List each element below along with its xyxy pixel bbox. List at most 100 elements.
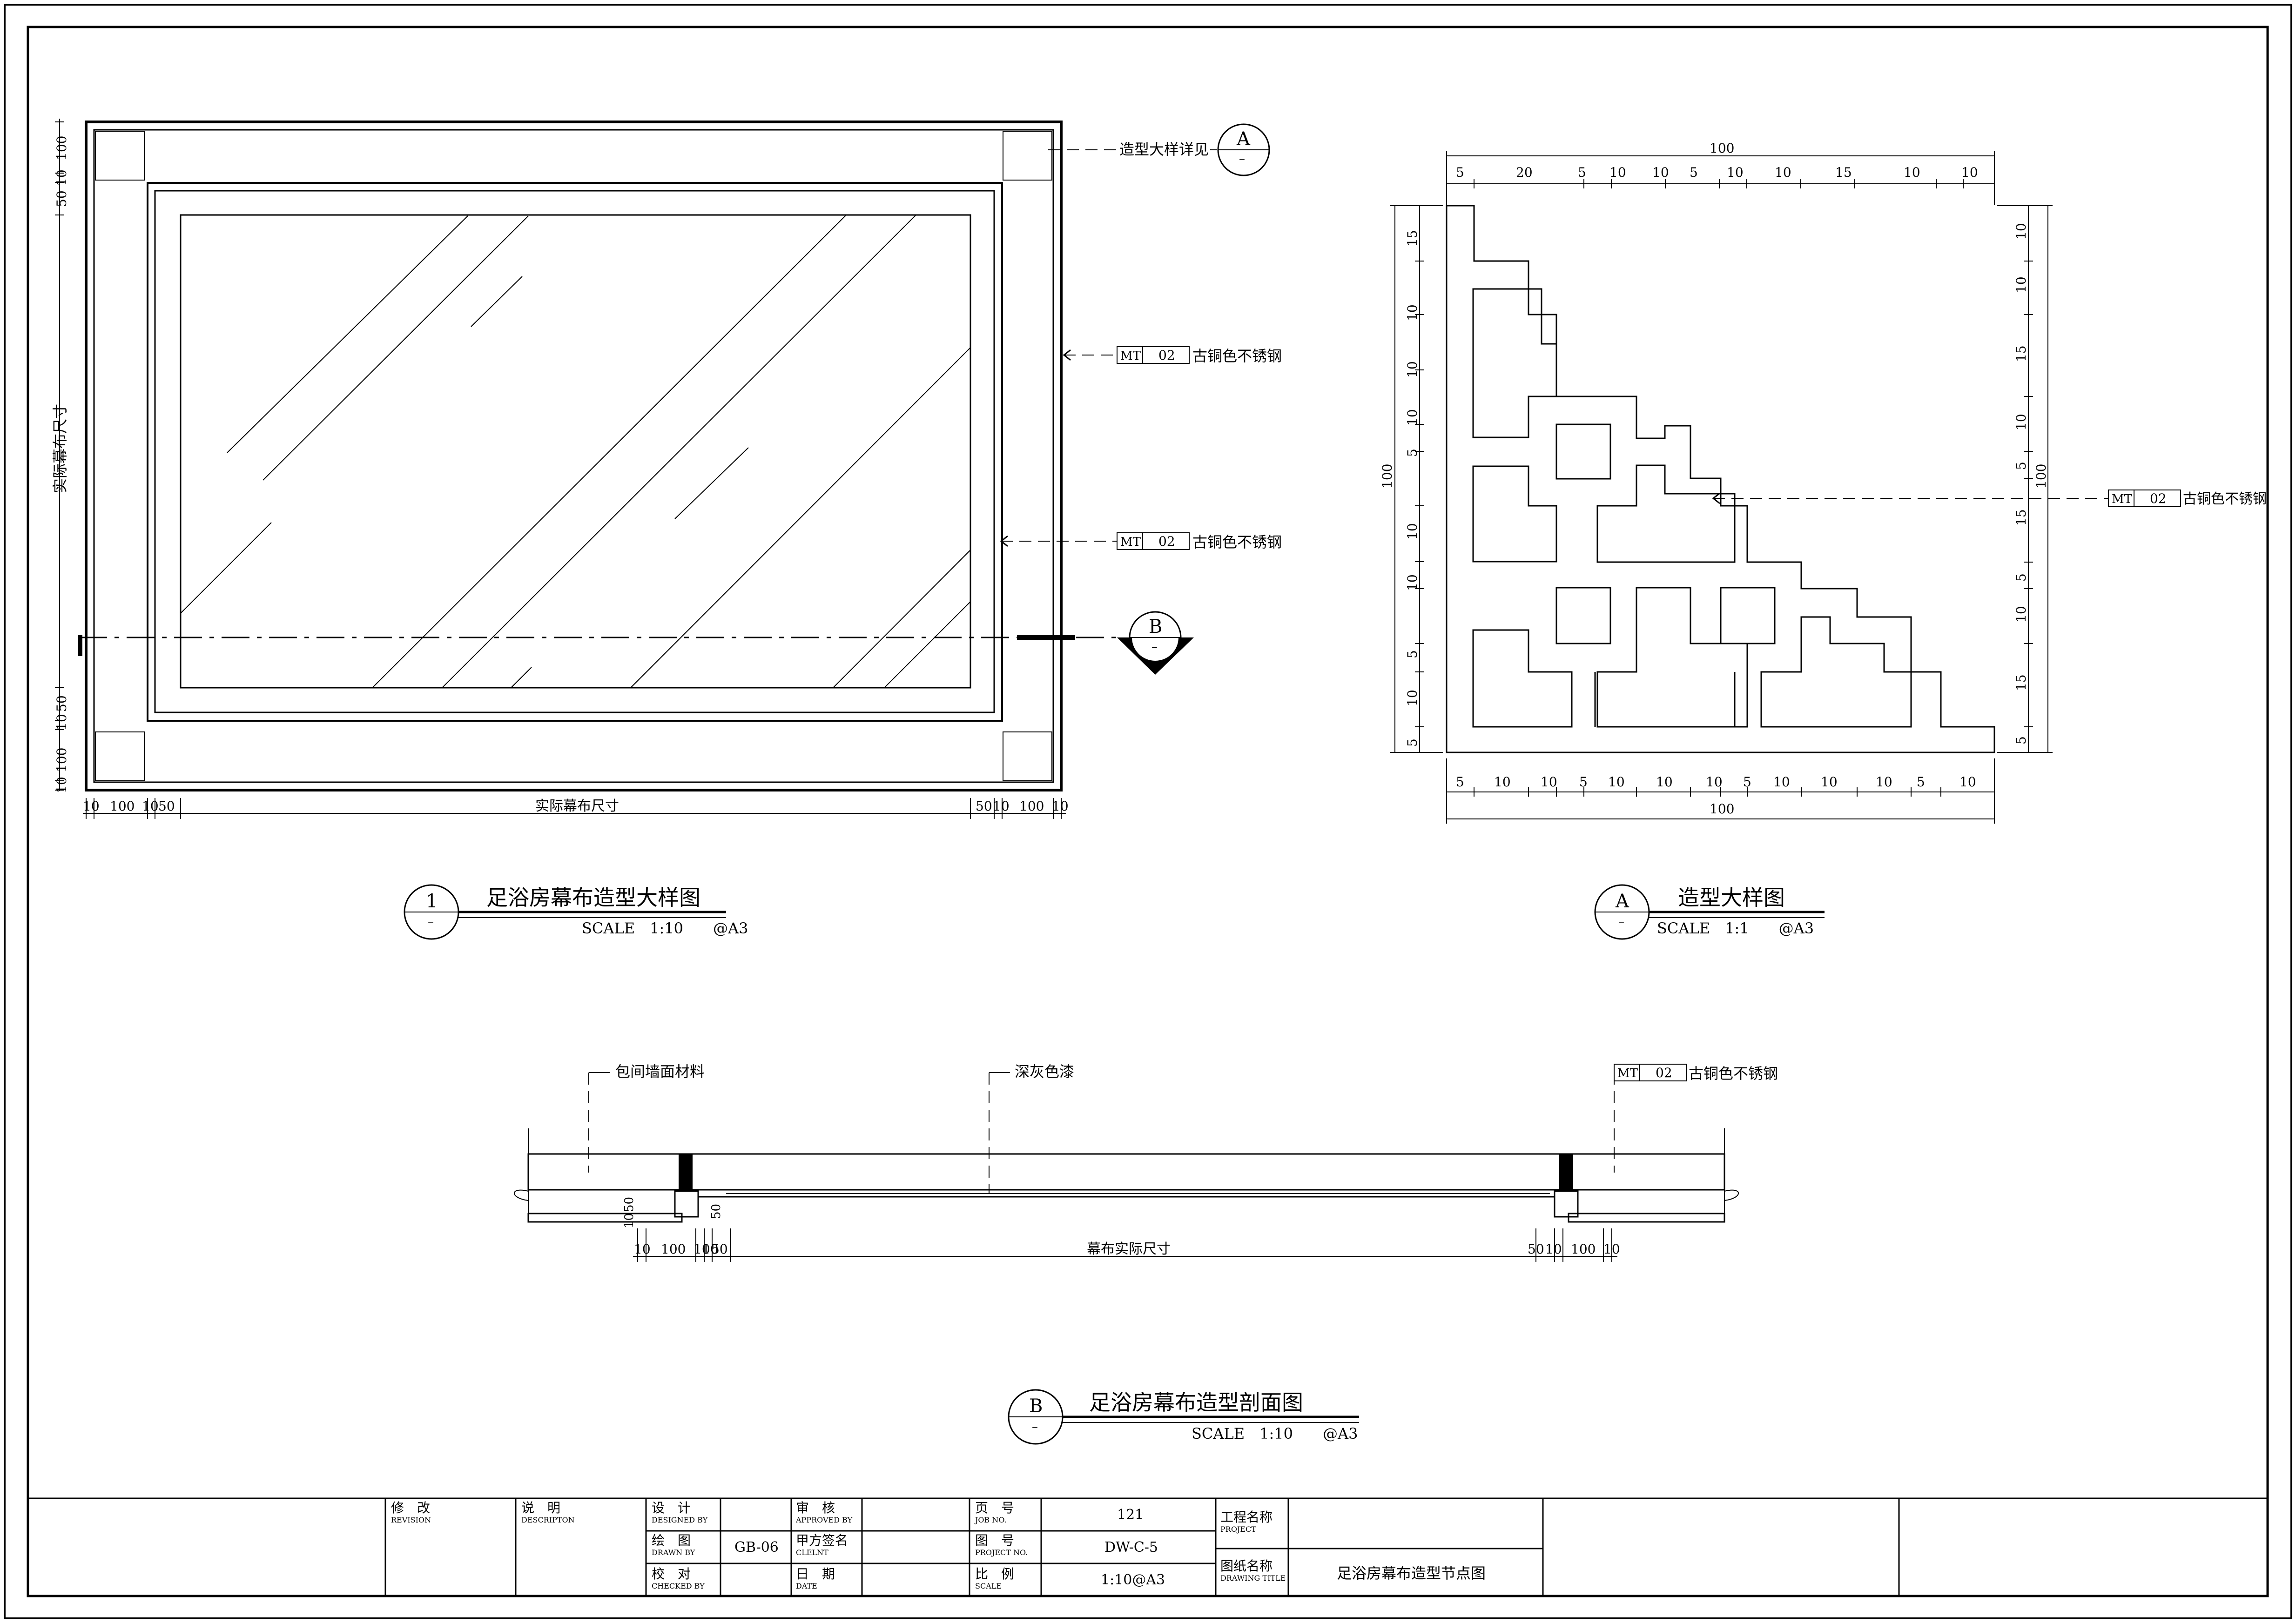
frame-profile-left: [527, 1213, 683, 1223]
dim-label: 10: [1405, 574, 1420, 591]
dim-label: 10: [1821, 774, 1838, 790]
dim-label: 10: [142, 798, 159, 814]
dim-label: 50: [622, 1197, 636, 1212]
tb-checked-cn: 校 对: [652, 1566, 691, 1582]
tb-designed-en: DESIGNED BY: [652, 1516, 708, 1524]
tag-desc: 古铜色不锈钢: [1192, 347, 1282, 365]
callout-a-bubble: A –: [1217, 123, 1270, 176]
dim-label: 5: [1456, 165, 1464, 180]
dim-label: 10: [1608, 774, 1625, 790]
dim-label: 5: [1690, 165, 1698, 180]
corner-ornament: [1003, 131, 1052, 181]
dim-label: 10: [2013, 414, 2029, 430]
callout-b-section-marker: B –: [1117, 611, 1194, 675]
detail-1-elevation: 100 10 50 实际幕布尺寸 50 10 100 10 10 100 10 …: [51, 119, 1282, 940]
leader-arrow: [1063, 349, 1071, 361]
dim-label: 10: [2013, 276, 2029, 293]
bottom-dimension-chain: [633, 1228, 1617, 1262]
leader-text: 深灰色漆: [1015, 1063, 1074, 1080]
callout-sub: –: [1239, 152, 1245, 166]
dim-label: 15: [2013, 674, 2029, 691]
material-tag: MT 02 古铜色不锈钢: [1614, 1064, 1778, 1082]
dim-label: 10: [622, 1213, 636, 1228]
screen-panel: [180, 214, 971, 689]
tb-project-no-en: PROJECT NO.: [975, 1548, 1028, 1557]
dim-label: 5: [1579, 774, 1588, 790]
dim-label: 10: [1904, 165, 1920, 180]
tag-desc: 古铜色不锈钢: [1192, 533, 1282, 551]
tb-date-en: DATE: [796, 1582, 817, 1590]
dim-label: 5: [1405, 738, 1420, 747]
dim-label: 10: [54, 777, 69, 793]
break-left: [514, 1189, 529, 1201]
dim-label: 10: [1775, 165, 1791, 180]
outer-frame: [85, 121, 1063, 791]
dim-label: 10: [634, 1241, 651, 1257]
dim-label: 10: [2013, 223, 2029, 240]
title-scale: SCALE 1:1 @A3: [1657, 919, 1814, 937]
tag-code: MT: [1617, 1066, 1638, 1080]
dim-label: 10: [993, 798, 1010, 814]
dim-label: 10: [1959, 774, 1976, 790]
dim-label: 100: [54, 136, 69, 161]
bottom-dimension-chain: [83, 798, 1066, 819]
tb-job-value: 121: [1117, 1507, 1144, 1523]
dim-label: 50: [709, 1204, 723, 1219]
tb-drawing-title-value: 足浴房幕布造型节点图: [1337, 1564, 1486, 1582]
dim-label: 5: [2013, 573, 2029, 582]
dim-label: 10: [702, 1241, 719, 1257]
title-scale: SCALE 1:10 @A3: [582, 919, 748, 937]
top-dimension-chain: [1446, 151, 1995, 205]
dim-label: 15: [2013, 509, 2029, 526]
tb-drawn-en: DRAWN BY: [652, 1548, 695, 1557]
dim-label: 10: [1656, 774, 1673, 790]
dim-label: 50: [1528, 1241, 1544, 1257]
left-dimension-chain: [55, 119, 64, 791]
tb-project-no-cn: 图 号: [975, 1533, 1014, 1548]
tb-checked-en: CHECKED BY: [652, 1582, 705, 1590]
callout-sub: –: [1151, 640, 1158, 654]
title-sub: –: [1032, 1420, 1038, 1434]
dim-total: 100: [2033, 464, 2049, 489]
dim-label: 10: [1961, 165, 1978, 180]
title-sub: –: [1618, 915, 1624, 929]
dim-label: 100: [661, 1241, 686, 1257]
dim-label: 10: [1773, 774, 1790, 790]
tag-desc: 古铜色不锈钢: [1689, 1065, 1778, 1082]
tag-num: 02: [1158, 534, 1175, 549]
material-tag: MT 02 古铜色不锈钢: [2108, 490, 2267, 507]
section-b-title: B – 足浴房幕布造型剖面图 SCALE 1:10 @A3: [1008, 1389, 1359, 1445]
sheet-outer-border: [4, 4, 2292, 1619]
callout-letter: B: [1149, 616, 1162, 637]
title-text: 足浴房幕布造型大样图: [486, 885, 700, 910]
tag-desc: 古铜色不锈钢: [2183, 491, 2267, 507]
dim-label: 10: [1727, 165, 1744, 180]
dim-label: 15: [1835, 165, 1852, 180]
corner-ornament: [1003, 731, 1052, 781]
corner-ornament: [95, 731, 145, 781]
dim-label: 100: [54, 748, 69, 772]
tb-job-cn: 页 号: [975, 1500, 1014, 1516]
tb-scale-en: SCALE: [975, 1582, 1002, 1590]
tb-approved-cn: 审 核: [796, 1500, 835, 1516]
dim-label: 10: [1706, 774, 1723, 790]
inner-frame: [147, 182, 1003, 722]
tb-project-en: PROJECT: [1220, 1525, 1256, 1534]
dim-label: 5: [2013, 736, 2029, 744]
title-num: A: [1615, 891, 1629, 912]
dim-label: 10: [2013, 606, 2029, 623]
title-text: 足浴房幕布造型剖面图: [1089, 1390, 1303, 1415]
dim-total: 100: [1710, 801, 1734, 817]
dim-label: 10: [1603, 1241, 1620, 1257]
frame-profile-right: [1568, 1213, 1725, 1223]
dim-label: 5: [1456, 774, 1464, 790]
screen-fill-left: [674, 1190, 699, 1218]
dim-label: 5: [1405, 650, 1420, 658]
dim-label: 50: [711, 1241, 728, 1257]
dim-label: 5: [1917, 774, 1925, 790]
callout-letter: A: [1236, 128, 1251, 150]
leader-text: 造型大样详见: [1119, 141, 1209, 158]
tb-drawing-title-cn: 图纸名称: [1220, 1558, 1273, 1574]
dim-label: 5: [2013, 462, 2029, 470]
fret-pattern-inner: [1472, 288, 1912, 728]
